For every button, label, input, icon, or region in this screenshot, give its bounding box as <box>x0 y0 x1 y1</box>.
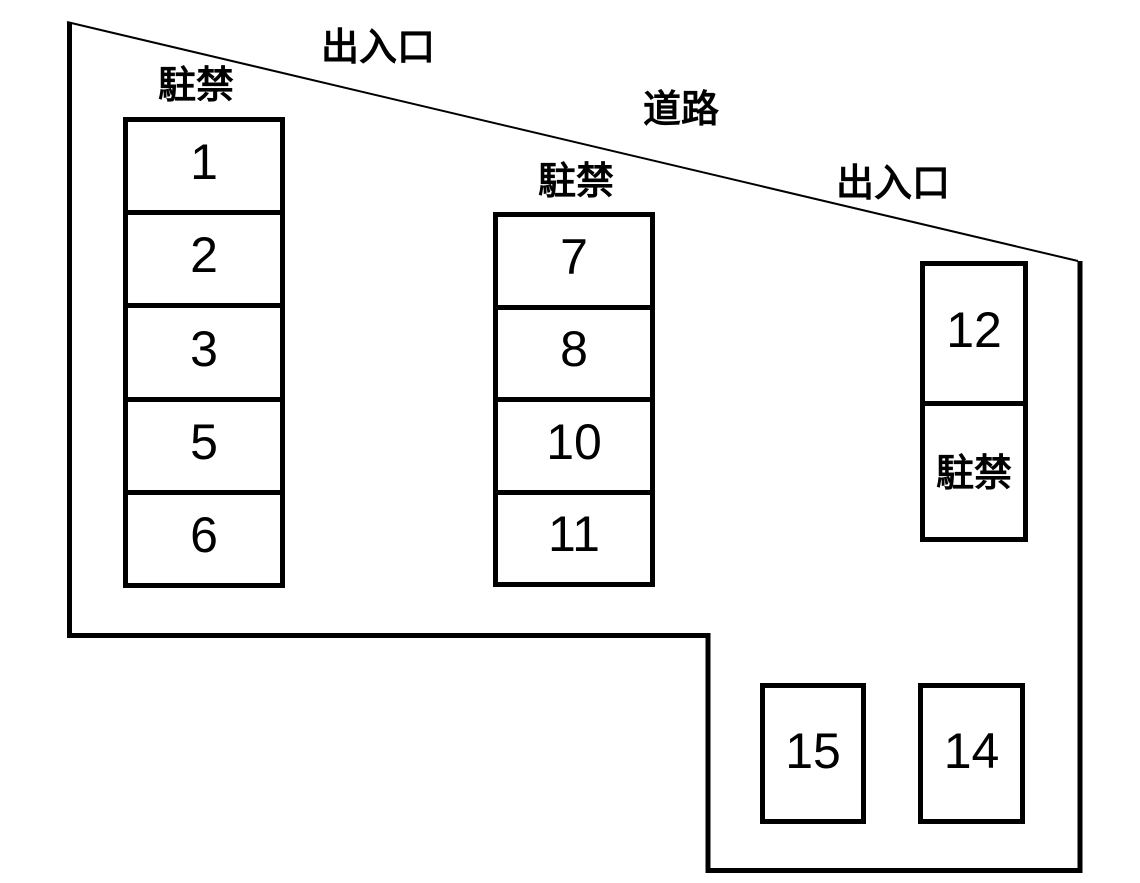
no-parking-spot: 駐禁 <box>925 401 1023 537</box>
parking-spot-3: 3 <box>128 303 280 396</box>
spot-column-middle: 7 8 10 11 <box>493 212 655 587</box>
parking-spot-15: 15 <box>760 683 866 824</box>
no-parking-label-middle: 駐禁 <box>537 161 615 203</box>
entrance-label-top: 出入口 <box>320 27 436 69</box>
parking-spot-2: 2 <box>128 210 280 303</box>
no-parking-label-left: 駐禁 <box>157 65 235 107</box>
parking-spot-5: 5 <box>128 396 280 490</box>
lot-boundary-path <box>67 22 1083 873</box>
parking-spot-7: 7 <box>560 228 588 285</box>
parking-spot-14: 14 <box>918 683 1025 824</box>
road-label: 道路 <box>642 89 720 131</box>
parking-spot-11: 11 <box>498 489 650 583</box>
spot-column-left: 1 2 3 5 6 <box>123 117 285 588</box>
parking-spot-12: 12 <box>946 301 1002 358</box>
entrance-label-right: 出入口 <box>835 163 951 205</box>
parking-spot-6: 6 <box>128 489 280 583</box>
parking-spot-10: 10 <box>498 397 650 490</box>
parking-spot-1: 1 <box>190 134 218 191</box>
parking-spot-8: 8 <box>498 304 650 398</box>
spot-column-right: 12 駐禁 <box>920 261 1028 542</box>
road-edge-line <box>66 21 1079 262</box>
